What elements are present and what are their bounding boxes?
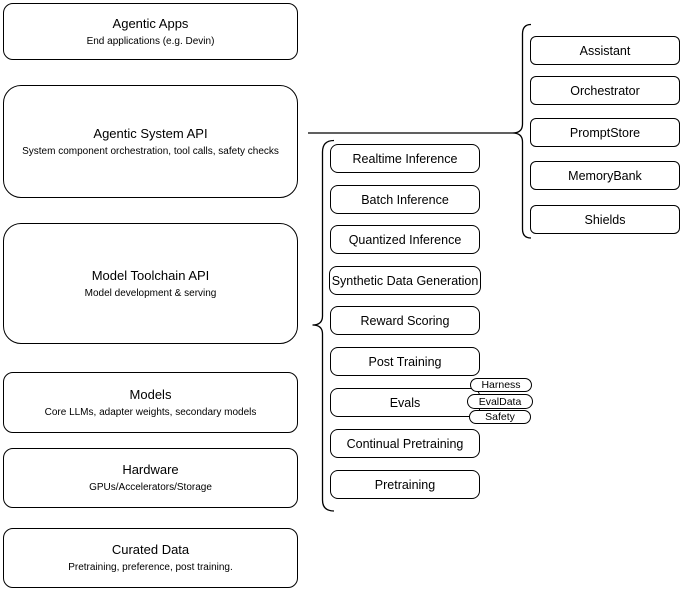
node-realtime-inference: Realtime Inference: [330, 144, 480, 173]
node-post-training: Post Training: [330, 347, 480, 376]
node-batch-inference: Batch Inference: [330, 185, 480, 214]
node-agentic-apps: Agentic Apps End applications (e.g. Devi…: [3, 3, 298, 60]
node-subtitle: Pretraining, preference, post training.: [68, 562, 233, 573]
node-agentic-system-api: Agentic System API System component orch…: [3, 85, 298, 198]
node-assistant: Assistant: [530, 36, 680, 65]
node-subtitle: Model development & serving: [84, 287, 217, 299]
node-subtitle: Core LLMs, adapter weights, secondary mo…: [44, 406, 257, 418]
node-title: Agentic Apps: [112, 15, 189, 31]
node-synthetic-data-generation: Synthetic Data Generation: [329, 266, 481, 295]
node-title: Hardware: [122, 462, 179, 477]
node-memorybank: MemoryBank: [530, 161, 680, 190]
node-subtitle: End applications (e.g. Devin): [86, 35, 215, 47]
node-pretraining: Pretraining: [330, 470, 480, 499]
system-components-brace: [512, 23, 532, 239]
node-evals: Evals: [330, 388, 480, 417]
node-title: Model Toolchain API: [91, 267, 210, 283]
node-models: Models Core LLMs, adapter weights, secon…: [3, 372, 298, 433]
node-hardware: Hardware GPUs/Accelerators/Storage: [3, 448, 298, 508]
node-model-toolchain-api: Model Toolchain API Model development & …: [3, 223, 298, 344]
pill-safety: Safety: [469, 410, 531, 424]
node-quantized-inference: Quantized Inference: [330, 225, 480, 254]
node-continual-pretraining: Continual Pretraining: [330, 429, 480, 458]
node-title: Models: [129, 386, 172, 402]
node-orchestrator: Orchestrator: [530, 76, 680, 105]
node-subtitle: System component orchestration, tool cal…: [22, 145, 279, 157]
node-subtitle: GPUs/Accelerators/Storage: [89, 482, 212, 493]
node-curated-data: Curated Data Pretraining, preference, po…: [3, 528, 298, 588]
toolchain-brace: [312, 139, 335, 512]
node-title: Curated Data: [111, 542, 190, 557]
node-reward-scoring: Reward Scoring: [330, 306, 480, 335]
pill-harness: Harness: [470, 378, 532, 392]
node-shields: Shields: [530, 205, 680, 234]
pill-evaldata: EvalData: [467, 394, 533, 409]
node-title: Agentic System API: [93, 125, 208, 141]
node-promptstore: PromptStore: [530, 118, 680, 147]
